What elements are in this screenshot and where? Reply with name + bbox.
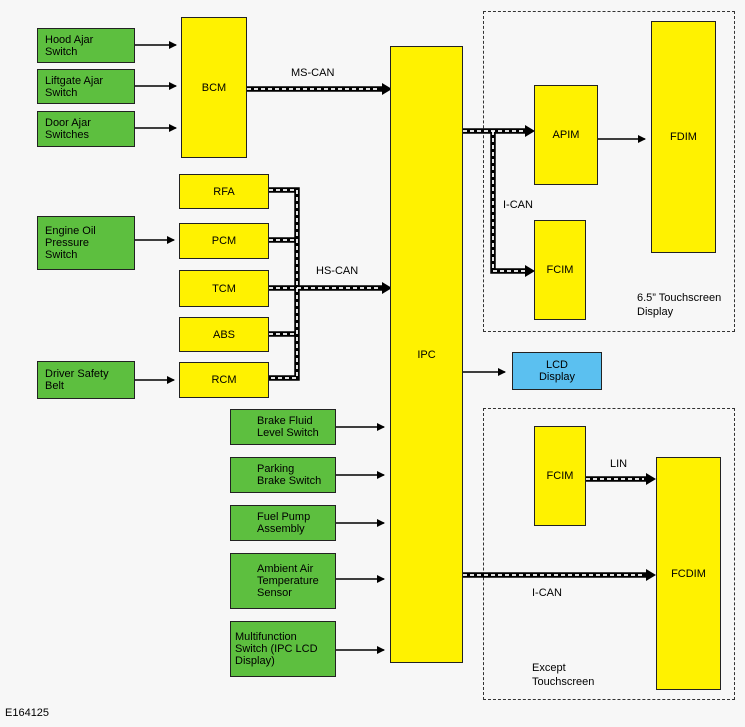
fcdim-module: FCDIM <box>656 457 721 690</box>
lin-label: LIN <box>610 458 628 470</box>
figure-id-label: E164125 <box>5 707 50 719</box>
door-ajar-switches-label: Door Ajar Switches <box>45 117 91 141</box>
driver-safety-belt: Driver Safety Belt <box>37 361 135 399</box>
fcim-module-top: FCIM <box>534 220 586 320</box>
rcm-module: RCM <box>179 362 269 398</box>
fcdim-label: FCDIM <box>671 567 706 580</box>
fdim-module: FDIM <box>651 21 716 253</box>
ms-can-label: MS-CAN <box>291 67 335 79</box>
ambient-air-temperature-sensor: Ambient Air Temperature Sensor <box>230 553 336 609</box>
parking-brake-switch: Parking Brake Switch <box>230 457 336 493</box>
parking-brake-switch-label: Parking Brake Switch <box>257 463 322 487</box>
ipc-module: IPC <box>390 46 463 663</box>
hs-can-label: HS-CAN <box>316 265 359 277</box>
fuel-pump-assembly-label: Fuel Pump Assembly <box>257 511 311 535</box>
multifunction-switch-label: Multifunction Switch (IPC LCD Display) <box>235 631 318 667</box>
i-can-top-label: I-CAN <box>503 199 533 211</box>
touchscreen-display-label: 6.5” Touchscreen Display <box>637 292 722 318</box>
hs-can-bus <box>269 187 384 381</box>
fcim-bottom-label: FCIM <box>546 470 574 482</box>
brake-fluid-level-switch-label: Brake Fluid Level Switch <box>257 415 319 439</box>
engine-oil-pressure-switch-label: Engine Oil Pressure Switch <box>45 225 96 261</box>
fuel-pump-assembly: Fuel Pump Assembly <box>230 505 336 541</box>
lcd-display: LCD Display <box>512 352 602 390</box>
rcm-label: RCM <box>211 374 237 386</box>
except-touchscreen-region <box>483 408 735 700</box>
fcim-module-bottom: FCIM <box>534 426 586 526</box>
liftgate-ajar-switch: Liftgate Ajar Switch <box>37 69 135 104</box>
door-ajar-switches: Door Ajar Switches <box>37 111 135 147</box>
hood-ajar-switch-label: Hood Ajar Switch <box>45 33 94 58</box>
apim-module: APIM <box>534 85 598 185</box>
ambient-air-temperature-sensor-label: Ambient Air Temperature Sensor <box>257 563 319 599</box>
abs-label: ABS <box>212 328 235 341</box>
except-touchscreen-label: Except Touchscreen <box>532 662 595 688</box>
rfa-module: RFA <box>179 174 269 209</box>
abs-module: ABS <box>179 317 269 352</box>
lcd-display-label: LCD Display <box>538 359 576 383</box>
i-can-bottom-label: I-CAN <box>532 587 562 599</box>
pcm-module: PCM <box>179 223 269 259</box>
tcm-module: TCM <box>179 270 269 307</box>
hood-ajar-switch: Hood Ajar Switch <box>37 28 135 63</box>
rfa-label: RFA <box>213 185 235 198</box>
touchscreen-region <box>483 11 735 332</box>
apim-label: APIM <box>552 129 580 141</box>
ipc-label: IPC <box>417 348 436 361</box>
brake-fluid-level-switch: Brake Fluid Level Switch <box>230 409 336 445</box>
bcm-module: BCM <box>181 17 247 158</box>
tcm-label: TCM <box>212 282 236 295</box>
engine-oil-pressure-switch: Engine Oil Pressure Switch <box>37 216 135 270</box>
multifunction-switch: Multifunction Switch (IPC LCD Display) <box>230 621 336 677</box>
fdim-label: FDIM <box>670 131 697 143</box>
fcim-top-label: FCIM <box>546 264 574 276</box>
bcm-label: BCM <box>201 81 227 94</box>
liftgate-ajar-switch-label: Liftgate Ajar Switch <box>45 74 104 99</box>
pcm-label: PCM <box>211 235 237 247</box>
driver-safety-belt-label: Driver Safety Belt <box>45 368 109 392</box>
